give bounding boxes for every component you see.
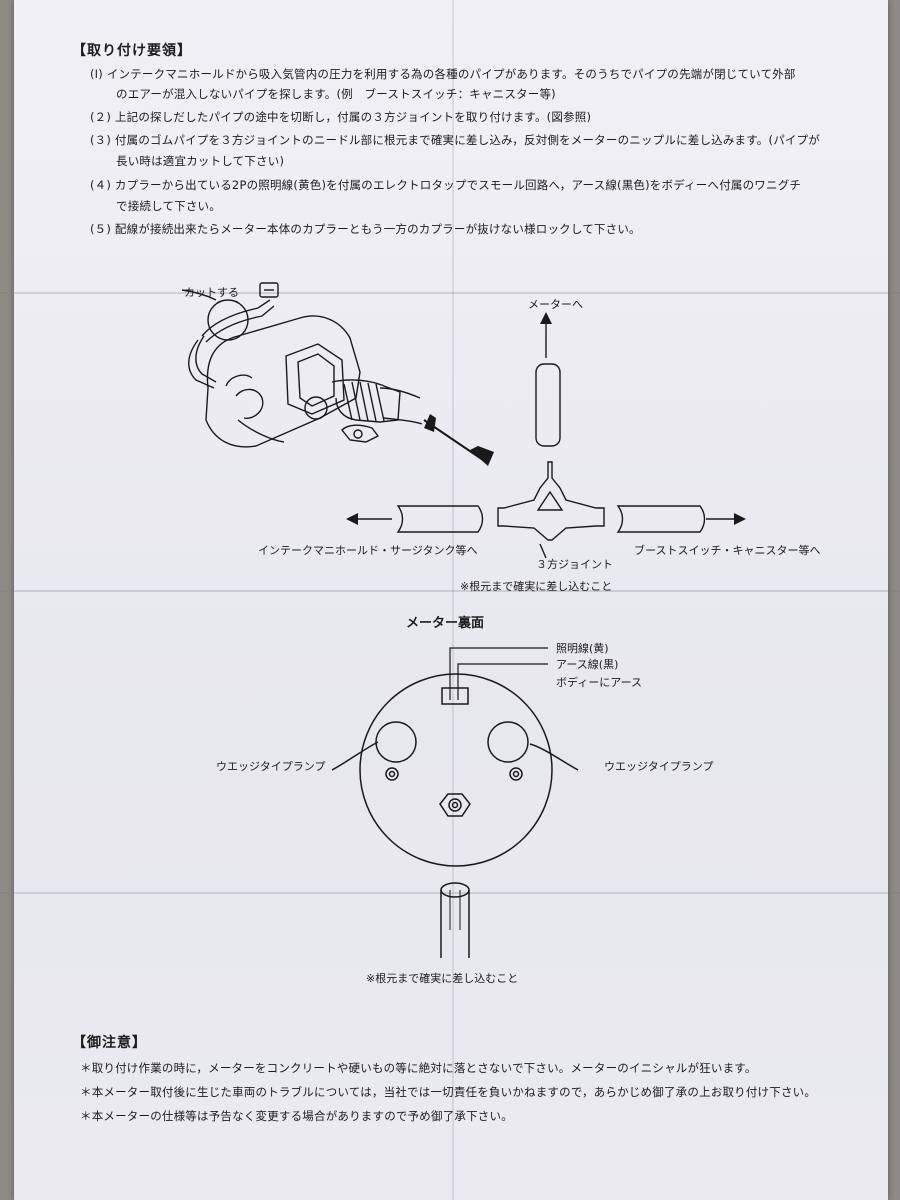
install-step: 長い時は適宜カットして下さい) — [116, 154, 285, 168]
intake-sketch — [205, 315, 361, 448]
meter-back-title: メーター裏面 — [406, 616, 485, 631]
fold-line — [0, 292, 900, 294]
earth-wire-label: アース線(黒) — [556, 658, 619, 671]
to-boost-label: ブーストスイッチ・キャニスター等へ — [634, 544, 821, 557]
install-step: (４) カプラーから出ている2Pの照明線(黄色)を付属のエレクトロタップでスモー… — [90, 178, 802, 192]
install-step: のエアーが混入しないパイプを探します。(例 ブーストスイッチ：キャニスター等) — [116, 87, 556, 101]
wedge-lamp-right-label: ウエッジタイプランプ — [604, 760, 714, 773]
install-step: で接続して下さい。 — [116, 199, 221, 213]
insertion-note-2: ※根元まで確実に差し込むこと — [366, 972, 519, 985]
install-step: (Ⅰ) インテークマニホールドから吸入気管内の圧力を利用する為の各種のパイプがあ… — [90, 67, 796, 81]
fold-line — [0, 590, 900, 592]
meter-back-circle — [359, 673, 553, 867]
cut-label: カットする — [184, 286, 239, 299]
caution-item: ＊取り付け作業の時に，メーターをコンクリートや硬いもの等に絶対に落とさないで下さ… — [80, 1061, 757, 1075]
install-step: (３) 付属のゴムパイプを３方ジョイントのニードル部に根元まで確実に差し込み，反… — [90, 133, 820, 147]
insertion-note: ※根元まで確実に差し込むこと — [460, 580, 613, 593]
fold-line — [452, 0, 454, 1200]
to-intake-label: インテークマニホールド・サージタンク等へ — [258, 544, 478, 557]
caution-item: ＊本メーターの仕様等は予告なく変更する場合がありますので予め御了承下さい。 — [80, 1109, 513, 1123]
install-heading: 【取り付け要領】 — [72, 43, 192, 59]
wedge-lamp-left-label: ウエッジタイプランプ — [216, 760, 326, 773]
to-meter-label: メーターへ — [528, 298, 583, 311]
instruction-sheet — [14, 0, 888, 1200]
body-earth-label: ボディーにアース — [556, 676, 643, 689]
caution-item: ＊本メーター取付後に生じた車両のトラブルについては，当社では一切責任を負いかねま… — [80, 1085, 817, 1099]
light-wire-label: 照明線(黄) — [556, 642, 609, 655]
install-step: (５) 配線が接続出来たらメーター本体のカプラーともう一方のカプラーが抜けない様… — [90, 222, 641, 236]
joint-label: ３方ジョイント — [536, 558, 613, 571]
caution-heading: 【御注意】 — [72, 1035, 147, 1051]
install-step: (２) 上記の探しだしたパイプの途中を切断し，付属の３方ジョイントを取り付けます… — [90, 110, 592, 124]
